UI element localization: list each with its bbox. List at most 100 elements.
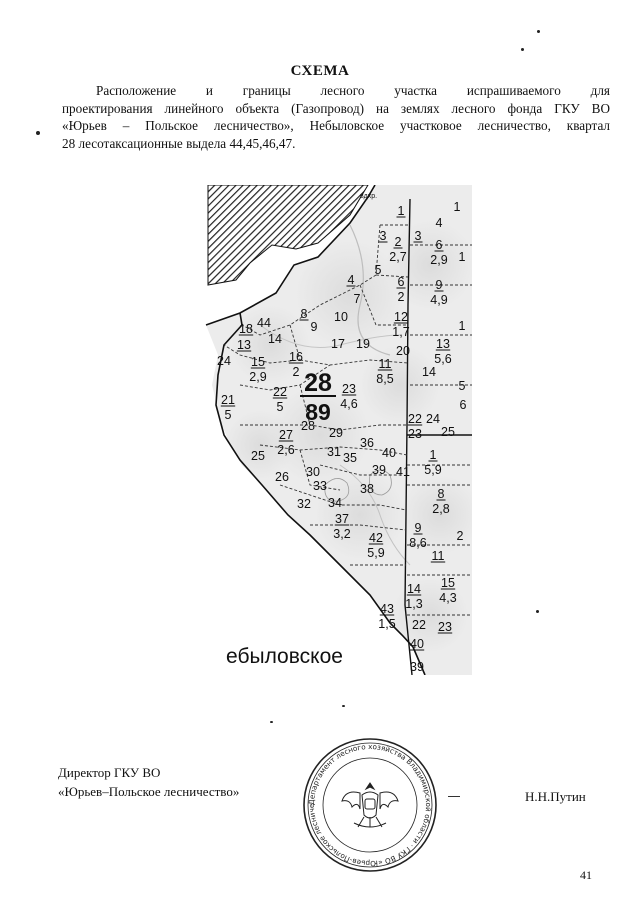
plot-label: 5 <box>459 379 466 393</box>
plot-label: 11 <box>432 549 445 563</box>
quarter-boundary-line <box>404 198 413 675</box>
speck <box>537 30 540 33</box>
plot-label: 40 <box>410 637 424 651</box>
plot-label: 23 <box>342 382 356 396</box>
plot-label: 12 <box>394 310 408 324</box>
plot-label: 1 <box>454 200 461 214</box>
plot-label: 40 <box>382 446 396 460</box>
plot-label: 5,9 <box>424 463 441 477</box>
quarter-number: 28 <box>304 369 332 397</box>
plot-label: 8,6 <box>409 536 426 550</box>
plot-label: 1 <box>459 250 466 264</box>
plot-label: 1,3 <box>405 597 422 611</box>
paragraph-line: Расположение и границы лесного участка и… <box>96 83 610 98</box>
plot-label: 4 <box>436 216 443 230</box>
plot-label: 25 <box>251 449 265 463</box>
plot-label: 15 <box>441 576 455 590</box>
plot-label: 2,8 <box>432 502 449 516</box>
plot-label: 5,6 <box>434 352 451 366</box>
page-number: 41 <box>580 868 592 882</box>
speck <box>342 705 345 707</box>
district-label: ебыловское <box>226 645 343 668</box>
plot-label: 1,7 <box>392 325 409 339</box>
plot-label: 14 <box>268 332 282 346</box>
plot-label: 13 <box>237 338 251 352</box>
plot-label: 39 <box>372 463 386 477</box>
plot-label: 2,6 <box>277 443 294 457</box>
plot-label: 41 <box>396 465 410 479</box>
plot-label: 3,2 <box>333 527 350 541</box>
speck <box>270 721 273 723</box>
plot-label: 1 <box>459 319 466 333</box>
speck <box>536 610 539 613</box>
plot-label: 4,3 <box>439 591 456 605</box>
director-block: Директор ГКУ ВО «Юрьев–Польское лесничес… <box>58 763 239 801</box>
plot-label: 24 <box>426 412 440 426</box>
plot-label: 1,5 <box>378 617 395 631</box>
plot-label: 13 <box>436 337 450 351</box>
plot-label: 14 <box>422 365 436 379</box>
reservoir-label: вдхр. <box>360 193 377 200</box>
plot-label: 22 <box>273 385 287 399</box>
description-paragraph: Расположение и границы лесного участка и… <box>62 82 610 152</box>
plot-label: 30 <box>306 465 320 479</box>
plot-label: 22 <box>412 618 426 632</box>
plot-label: 1 <box>398 204 405 218</box>
plot-label: 39 <box>410 660 424 674</box>
plot-label: 6 <box>436 238 443 252</box>
plot-label: 5 <box>375 263 382 277</box>
plot-label: 37 <box>335 512 349 526</box>
plot-label: 4,6 <box>340 397 357 411</box>
plot-label: 19 <box>356 337 370 351</box>
dash-mark <box>448 796 460 797</box>
plot-label: 5 <box>277 400 284 414</box>
plot-label: 11 <box>379 357 392 371</box>
plot-label: 28 <box>301 419 315 433</box>
director-organization: «Юрьев–Польское лесничество» <box>58 784 240 799</box>
plot-label: 3 <box>380 229 387 243</box>
plot-label: 17 <box>331 337 345 351</box>
plot-label: 29 <box>329 426 343 440</box>
plot-label: 23 <box>438 620 452 634</box>
paragraph-line: проектирования линейного объекта (Газопр… <box>62 100 610 116</box>
plot-label: 8 <box>438 487 445 501</box>
paragraph-line: «Юрьев – Польское лесничество», Небыловс… <box>62 118 610 133</box>
plot-label: 3 <box>415 229 422 243</box>
speck <box>521 48 524 51</box>
plot-label: 2 <box>457 529 464 543</box>
speck <box>36 131 40 135</box>
plot-label: 9 <box>436 278 443 292</box>
plot-label: 26 <box>275 470 289 484</box>
plot-label: 35 <box>343 451 357 465</box>
plot-label: 25 <box>441 425 455 439</box>
plot-label: 4,9 <box>430 293 447 307</box>
plot-label: 2 <box>398 290 405 304</box>
plot-label: 1 <box>430 448 437 462</box>
plot-label: 2 <box>293 365 300 379</box>
eagle-emblem-icon <box>341 782 399 828</box>
plot-label: 34 <box>328 496 342 510</box>
plot-label: 6 <box>460 398 467 412</box>
plot-label: 42 <box>369 531 383 545</box>
plot-label: 2 <box>395 235 402 249</box>
forest-boundary-line <box>205 185 376 326</box>
plot-label: 18 <box>239 322 253 336</box>
plot-label: 5,9 <box>367 546 384 560</box>
signer-name: Н.Н.Путин <box>525 789 586 804</box>
plot-label: 5 <box>225 408 232 422</box>
forest-boundary-line <box>215 324 426 675</box>
paragraph-line: 28 лесотаксационные выдела 44,45,46,47. <box>62 135 296 151</box>
plot-label: 33 <box>313 479 327 493</box>
plot-label: 24 <box>217 354 231 368</box>
reservoir-hatched-area <box>207 185 369 286</box>
plot-label: 22 <box>408 412 422 426</box>
plot-label: 2,9 <box>249 370 266 384</box>
plot-label: 8,5 <box>376 372 393 386</box>
plot-label: 31 <box>327 445 341 459</box>
plot-label: 7 <box>354 292 361 306</box>
plot-label: 6 <box>398 275 405 289</box>
plot-label: 14 <box>407 582 421 596</box>
plot-label: 2,7 <box>389 250 406 264</box>
plot-label: 36 <box>360 436 374 450</box>
